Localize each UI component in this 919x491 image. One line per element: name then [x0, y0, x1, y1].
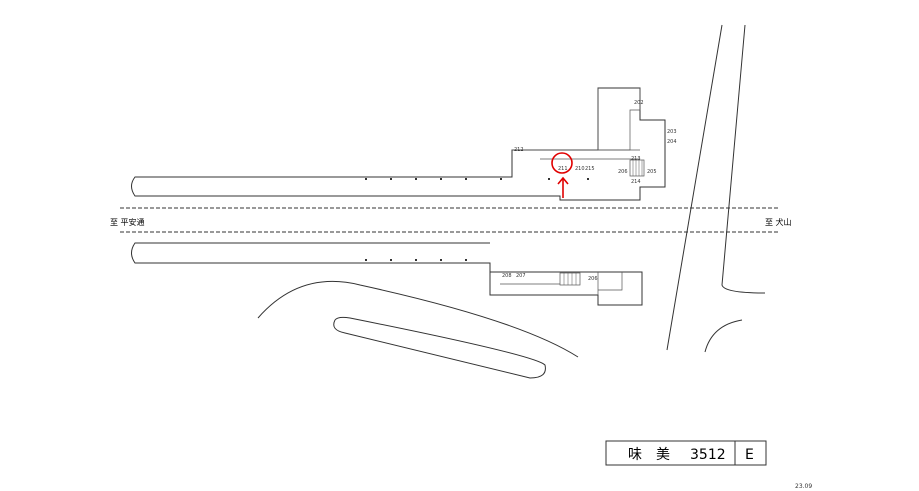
- label-203: 203: [667, 129, 677, 135]
- platform-markers-upper: [365, 178, 589, 180]
- platform-lower: [131, 242, 643, 306]
- railway-tracks: [120, 207, 780, 233]
- label-211: 211: [558, 166, 568, 172]
- highlight-circle: [551, 152, 573, 174]
- stairs-lower: [559, 272, 581, 286]
- label-207: 207: [516, 273, 526, 279]
- label-206-upper: 206: [618, 169, 628, 175]
- station-code: 3512: [690, 447, 726, 463]
- destination-left: 至 平安通: [110, 217, 145, 227]
- label-210: 210: [575, 166, 585, 172]
- label-204: 204: [667, 139, 677, 145]
- roads: [257, 24, 766, 379]
- label-213: 213: [631, 156, 641, 162]
- stairs-upper: [629, 159, 645, 177]
- destination-right: 至 犬山: [765, 217, 792, 227]
- arrow-up-icon: [557, 176, 569, 198]
- label-212: 212: [514, 147, 524, 153]
- revision-date: 23.09: [795, 483, 812, 490]
- platform-upper: [131, 87, 666, 201]
- station-name: 味 美: [628, 447, 670, 463]
- exit-letter: E: [745, 447, 754, 463]
- label-215: 215: [585, 166, 595, 172]
- label-206-lower: 206: [588, 276, 598, 282]
- label-214: 214: [631, 179, 641, 185]
- label-202: 202: [634, 100, 644, 106]
- station-info-box: 味 美 3512 E: [605, 440, 767, 466]
- label-208: 208: [502, 273, 512, 279]
- label-205: 205: [647, 169, 657, 175]
